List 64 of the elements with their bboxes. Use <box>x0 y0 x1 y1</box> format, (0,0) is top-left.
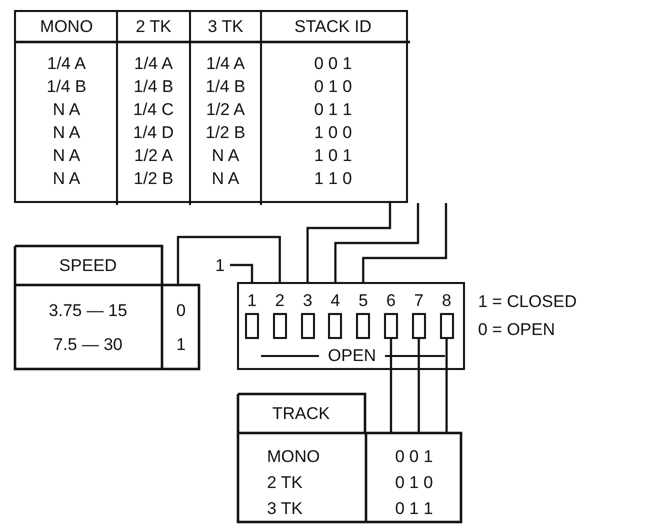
binary-code: 0 1 1 <box>313 99 353 121</box>
table-cell-text: N A <box>52 122 82 144</box>
callout-number: 1 <box>214 254 226 276</box>
table-cell-text: 1/4 B <box>204 76 246 98</box>
binary-code: 1 0 1 <box>313 145 353 167</box>
switch-number: 8 <box>440 290 452 310</box>
table-cell-text: N A <box>52 145 82 167</box>
binary-code: 0 1 0 <box>313 76 353 98</box>
settings-table <box>14 10 408 203</box>
switch-number: 2 <box>274 290 286 310</box>
column-header: 2 TK <box>134 16 172 38</box>
binary-code: 0 0 1 <box>394 446 434 468</box>
binary-code: 0 <box>175 300 187 322</box>
table-title: SPEED <box>58 254 118 276</box>
binary-code: 1 0 0 <box>313 122 353 144</box>
connector-line <box>390 339 392 432</box>
legend-note: 0 = OPEN <box>478 318 556 340</box>
column-header: MONO <box>39 16 94 38</box>
binary-code: 0 1 0 <box>394 472 434 494</box>
table-cell-text: 7.5 — 30 <box>52 334 124 356</box>
table-cell-text: 2 TK <box>266 472 304 494</box>
column-header: STACK ID <box>293 16 373 38</box>
table-cell-text: MONO <box>266 446 321 468</box>
connector-line <box>176 236 281 285</box>
table-cell-text: 1/4 B <box>46 76 88 98</box>
column-header: 3 TK <box>206 16 244 38</box>
table-cell-text: 1/4 A <box>133 53 174 75</box>
switch-number: 5 <box>357 290 369 310</box>
connector-line <box>306 203 392 284</box>
table-cell-text: N A <box>52 99 82 121</box>
switch-number: 3 <box>302 290 314 310</box>
table-cell-text: 1/2 A <box>205 99 246 121</box>
table-cell-text: N A <box>210 168 240 190</box>
table-cell-text: 1/4 A <box>205 53 246 75</box>
settings-table <box>237 393 462 523</box>
table-cell-text: N A <box>52 168 82 190</box>
table-cell-text: 3 TK <box>266 498 304 520</box>
connector-line <box>418 339 420 432</box>
connector-line <box>446 339 448 432</box>
open-label: OPEN <box>326 344 378 366</box>
table-cell-text: 1/4 C <box>132 99 175 121</box>
binary-code: 0 1 1 <box>394 498 434 520</box>
switch-number: 6 <box>385 290 397 310</box>
table-cell-text: 1/2 B <box>132 168 174 190</box>
connector-line <box>362 203 448 284</box>
table-cell-text: 1/4 B <box>132 76 174 98</box>
table-cell-text: 1/2 A <box>133 145 174 167</box>
switch-number: 7 <box>413 290 425 310</box>
connector-line <box>334 203 420 284</box>
table-cell-text: N A <box>210 145 240 167</box>
table-cell-text: 1/4 D <box>132 122 175 144</box>
table-cell-text: 1/2 B <box>204 122 246 144</box>
settings-table <box>14 245 200 370</box>
switch-number: 1 <box>246 290 258 310</box>
binary-code: 1 <box>175 334 187 356</box>
table-cell-text: 3.75 — 15 <box>48 300 128 322</box>
legend-note: 1 = CLOSED <box>478 290 577 312</box>
switch-number: 4 <box>330 290 342 310</box>
connector-line <box>230 264 254 284</box>
table-cell-text: 1/4 A <box>46 53 87 75</box>
dip-switch <box>237 282 465 370</box>
binary-code: 0 0 1 <box>313 53 353 75</box>
table-title: TRACK <box>271 402 331 424</box>
binary-code: 1 1 0 <box>313 168 353 190</box>
